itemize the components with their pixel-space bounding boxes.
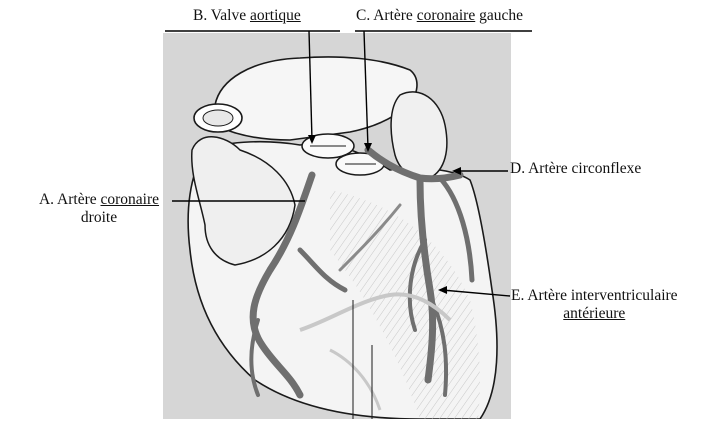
label-anterior-interventricular-artery: E. Artère interventriculaire antérieure bbox=[511, 287, 678, 323]
label-c-underlined: coronaire bbox=[417, 7, 476, 24]
label-e-line2: antérieure bbox=[563, 305, 625, 322]
aorta-lumen bbox=[203, 110, 233, 126]
label-aortic-valve: B. Valve aortique bbox=[193, 7, 301, 25]
label-right-coronary-artery: A. Artère coronaire droite bbox=[24, 191, 174, 227]
label-circumflex-artery: D. Artère circonflexe bbox=[510, 160, 641, 178]
label-d-text: D. Artère circonflexe bbox=[510, 160, 641, 177]
label-c-suffix: gauche bbox=[475, 7, 523, 24]
label-a-underlined: coronaire bbox=[101, 191, 160, 208]
label-left-coronary-artery: C. Artère coronaire gauche bbox=[356, 7, 523, 25]
label-a-line2: droite bbox=[24, 209, 174, 227]
label-a-prefix: A. Artère bbox=[39, 191, 101, 208]
label-c-prefix: C. Artère bbox=[356, 7, 417, 24]
label-e-line1: E. Artère interventriculaire bbox=[511, 287, 678, 304]
label-b-prefix: B. Valve bbox=[193, 7, 250, 24]
label-b-underlined: aortique bbox=[250, 7, 301, 24]
